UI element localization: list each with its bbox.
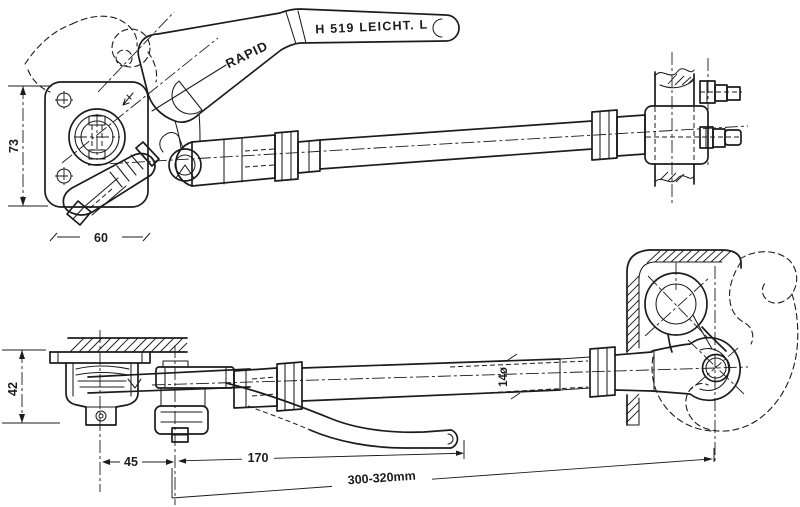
dim-mount-height-label: 42 — [6, 382, 20, 396]
mounting-plate — [44, 81, 149, 208]
ceiling-mount — [49, 330, 151, 492]
dim-overall-range-label: 300-320mm — [347, 469, 416, 488]
dim-plate-width-label: 60 — [94, 231, 108, 245]
dimension-lever-length: 170 — [178, 440, 465, 465]
pivot-clevis — [154, 345, 235, 505]
dim-rod-diameter-label: 14ø — [498, 367, 510, 387]
dim-plate-height-label: 73 — [7, 139, 21, 153]
side-view: 14ø — [2, 249, 799, 505]
hook-outline — [651, 251, 799, 432]
eye-rod — [614, 262, 745, 464]
lever-closed — [225, 382, 459, 449]
dim-pivot-offset-label: 45 — [124, 455, 138, 469]
tension-rod — [151, 346, 749, 412]
reference-arrow-icon — [122, 92, 134, 106]
dimension-plate-height: 73 — [7, 85, 52, 207]
tie-rod — [87, 109, 749, 187]
brand-label: RAPID — [223, 38, 270, 71]
phantom-outline — [24, 11, 175, 93]
dimension-plate-width: 60 — [49, 231, 151, 245]
dim-lever-length-label: 170 — [248, 451, 269, 465]
wall-bracket — [626, 249, 742, 426]
catch-pawl — [159, 132, 202, 182]
hand-lever: RAPID H 519 LEICHT. L — [61, 8, 460, 164]
dimension-overall-range: 300-320mm — [171, 448, 715, 499]
model-label: H 519 LEICHT. L — [315, 18, 429, 37]
dimension-pivot-offset: 45 — [102, 455, 174, 469]
anchor-bolt — [62, 141, 160, 226]
dimension-rod-diameter: 14ø — [498, 353, 521, 400]
clamp-fitting — [644, 52, 742, 205]
ceiling-surface — [49, 337, 188, 353]
dimension-mount-height: 42 — [2, 349, 60, 424]
top-view: RAPID H 519 LEICHT. L — [7, 8, 749, 245]
